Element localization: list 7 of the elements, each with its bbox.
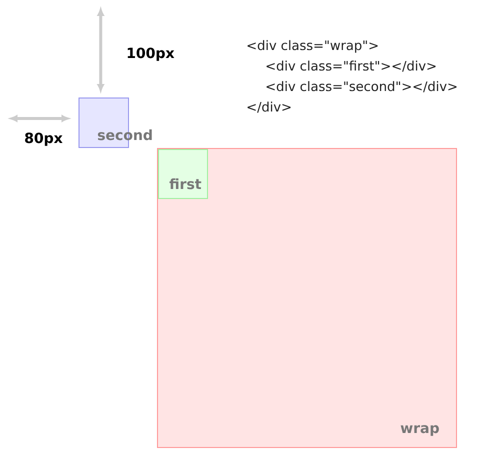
box: first	[158, 149, 208, 199]
dimension-label: 100px	[128, 48, 174, 61]
dimension-label: 80px	[25, 132, 63, 146]
code-line: <div class="second"></div>	[266, 81, 457, 92]
code-line: <div class="wrap">	[248, 40, 378, 53]
code-line: <div class="first"></div>	[266, 60, 436, 72]
code-line: </div>	[248, 102, 291, 113]
